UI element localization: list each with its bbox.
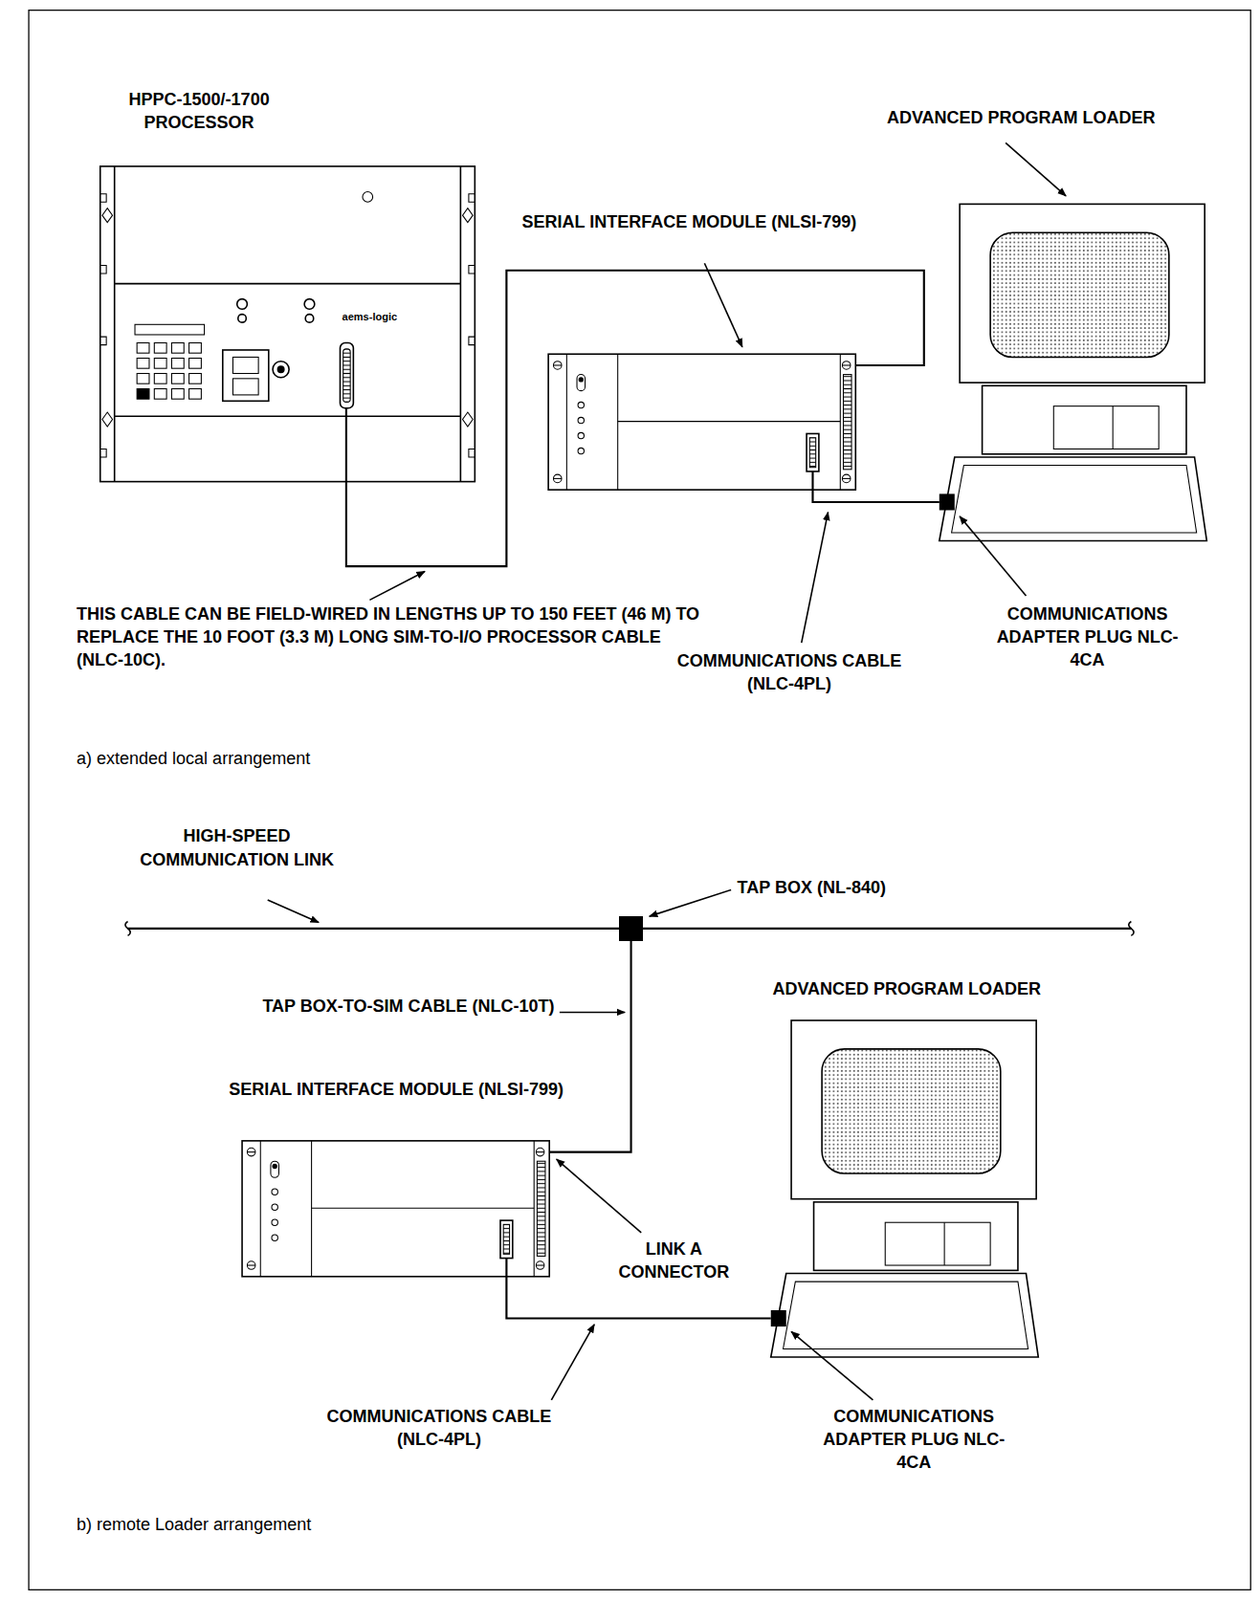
cable [549, 941, 631, 1153]
plug-callout: COMMUNICATIONS ADAPTER PLUG NLC-4CA [985, 602, 1190, 673]
interface-module: SERIAL INTERFACE MODULE (NLSI-799) [548, 353, 856, 490]
cable [346, 270, 925, 567]
cable-callout: COMMUNICATIONS CABLE (NLC-4PL) [666, 649, 912, 697]
cable-note: THIS CABLE CAN BE FIELD-WIRED IN LENGTHS… [76, 602, 710, 673]
processor-rack: HPPC-1500/-1700 PROCESSORaems-logic [100, 166, 476, 483]
tap-box: TAP BOX (NL-840) [618, 916, 644, 942]
cable-callout: TAP BOX-TO-SIM CABLE (NLC-10T) [260, 994, 557, 1018]
figure-caption: a) extended local arrangement [76, 747, 444, 771]
figure-caption: b) remote Loader arrangement [76, 1513, 444, 1537]
device-heading: SERIAL INTERFACE MODULE (NLSI-799) [512, 210, 865, 234]
cable [812, 489, 939, 503]
cable [506, 1277, 771, 1320]
brand-text: aems-logic [329, 309, 411, 325]
program-loader: ADVANCED PROGRAM LOADER [939, 203, 1208, 541]
connector-callout: LINK A CONNECTOR [592, 1237, 756, 1285]
device-heading: TAP BOX (NL-840) [737, 876, 942, 900]
program-loader: ADVANCED PROGRAM LOADER [771, 1020, 1039, 1358]
device-heading: ADVANCED PROGRAM LOADER [712, 977, 1102, 1001]
device-heading: ADVANCED PROGRAM LOADER [826, 106, 1216, 130]
link-callout: HIGH-SPEED COMMUNICATION LINK [134, 824, 339, 872]
cable-callout: COMMUNICATIONS CABLE (NLC-4PL) [316, 1405, 562, 1453]
plug-callout: COMMUNICATIONS ADAPTER PLUG NLC-4CA [811, 1405, 1016, 1476]
interface-module: SERIAL INTERFACE MODULE (NLSI-799) [242, 1141, 550, 1278]
device-heading: SERIAL INTERFACE MODULE (NLSI-799) [220, 1078, 573, 1102]
device-heading: HPPC-1500/-1700 PROCESSOR [81, 88, 316, 135]
